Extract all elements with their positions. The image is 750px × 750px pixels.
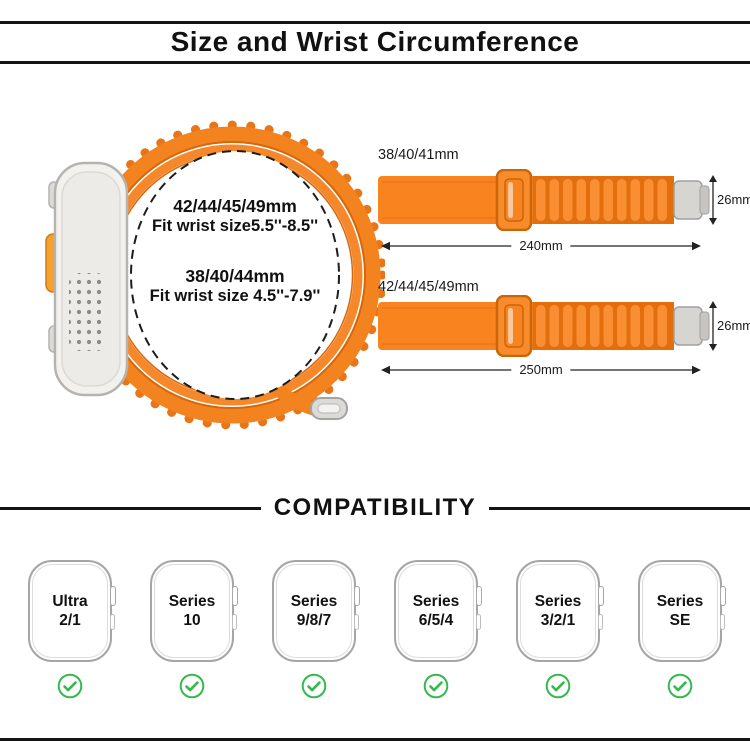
watch-side-button-icon bbox=[232, 614, 237, 630]
band1-illustration bbox=[378, 169, 717, 231]
watch-outline: Series 9/8/7 bbox=[272, 560, 360, 662]
compat-item-series321: Series 3/2/1 bbox=[506, 560, 610, 699]
watch-outline: Series 6/5/4 bbox=[394, 560, 482, 662]
check-icon bbox=[301, 673, 327, 699]
watch-loop-illustration bbox=[45, 120, 385, 430]
compat-item-ultra: Ultra 2/1 bbox=[18, 560, 122, 699]
watch-side-button-icon bbox=[354, 614, 359, 630]
band1-width-label: 26mm bbox=[717, 192, 750, 207]
watch-crown-icon bbox=[476, 586, 482, 606]
size-fit-text: 42/44/45/49mm Fit wrist size5.5''-8.5'' … bbox=[125, 196, 345, 306]
watch-outline: Ultra 2/1 bbox=[28, 560, 116, 662]
check-icon bbox=[545, 673, 571, 699]
band2-illustration bbox=[378, 295, 717, 357]
compatibility-title: COMPATIBILITY bbox=[273, 494, 477, 521]
compat-item-series-se: Series SE bbox=[628, 560, 732, 699]
band2-width-label: 26mm bbox=[717, 318, 750, 333]
band1-length-dim: 240mm bbox=[380, 238, 702, 254]
watch-outline: Series 3/2/1 bbox=[516, 560, 604, 662]
band2-length-label: 250mm bbox=[511, 362, 571, 378]
heading-line-right bbox=[489, 506, 750, 510]
title-underline-rule bbox=[0, 61, 750, 64]
watch-crown-icon bbox=[598, 586, 604, 606]
check-icon bbox=[179, 673, 205, 699]
check-icon bbox=[57, 673, 83, 699]
compatibility-row: Ultra 2/1 Series 10 bbox=[0, 560, 750, 699]
fit-line-1: Fit wrist size5.5''-8.5'' bbox=[151, 217, 319, 235]
watch-outline: Series SE bbox=[638, 560, 726, 662]
size-line-1: 42/44/45/49mm bbox=[173, 196, 297, 216]
top-rule bbox=[0, 21, 750, 24]
band2-length-dim: 250mm bbox=[380, 362, 702, 378]
heading-line-left bbox=[0, 506, 261, 510]
compat-item-series10: Series 10 bbox=[140, 560, 244, 699]
watch-side-button-icon bbox=[598, 614, 603, 630]
check-icon bbox=[667, 673, 693, 699]
bottom-rule bbox=[0, 738, 750, 741]
band2-size-label: 42/44/45/49mm bbox=[378, 279, 479, 295]
model-label: Series SE bbox=[656, 593, 704, 629]
model-label: Ultra 2/1 bbox=[52, 593, 88, 629]
watch-side-button-icon bbox=[476, 614, 481, 630]
model-label: Series 9/8/7 bbox=[290, 593, 338, 629]
watch-crown-icon bbox=[720, 586, 726, 606]
watch-side-button-icon bbox=[720, 614, 725, 630]
compatibility-heading: COMPATIBILITY bbox=[0, 494, 750, 522]
watch-case bbox=[45, 161, 129, 397]
model-label: Series 10 bbox=[168, 593, 216, 629]
page-title: Size and Wrist Circumference bbox=[170, 26, 580, 57]
compat-item-series654: Series 6/5/4 bbox=[384, 560, 488, 699]
size-line-2: 38/40/44mm bbox=[185, 266, 285, 286]
watch-outline: Series 10 bbox=[150, 560, 238, 662]
fit-line-2: Fit wrist size 4.5''-7.9'' bbox=[149, 287, 321, 305]
model-label: Series 6/5/4 bbox=[412, 593, 460, 629]
check-icon bbox=[423, 673, 449, 699]
watch-crown-icon bbox=[110, 586, 116, 606]
watch-crown-icon bbox=[232, 586, 238, 606]
watch-crown-icon bbox=[354, 586, 360, 606]
band1-size-label: 38/40/41mm bbox=[378, 147, 459, 163]
compat-item-series987: Series 9/8/7 bbox=[262, 560, 366, 699]
band1-length-label: 240mm bbox=[511, 238, 571, 254]
model-label: Series 3/2/1 bbox=[534, 593, 582, 629]
watch-side-button-icon bbox=[110, 614, 115, 630]
